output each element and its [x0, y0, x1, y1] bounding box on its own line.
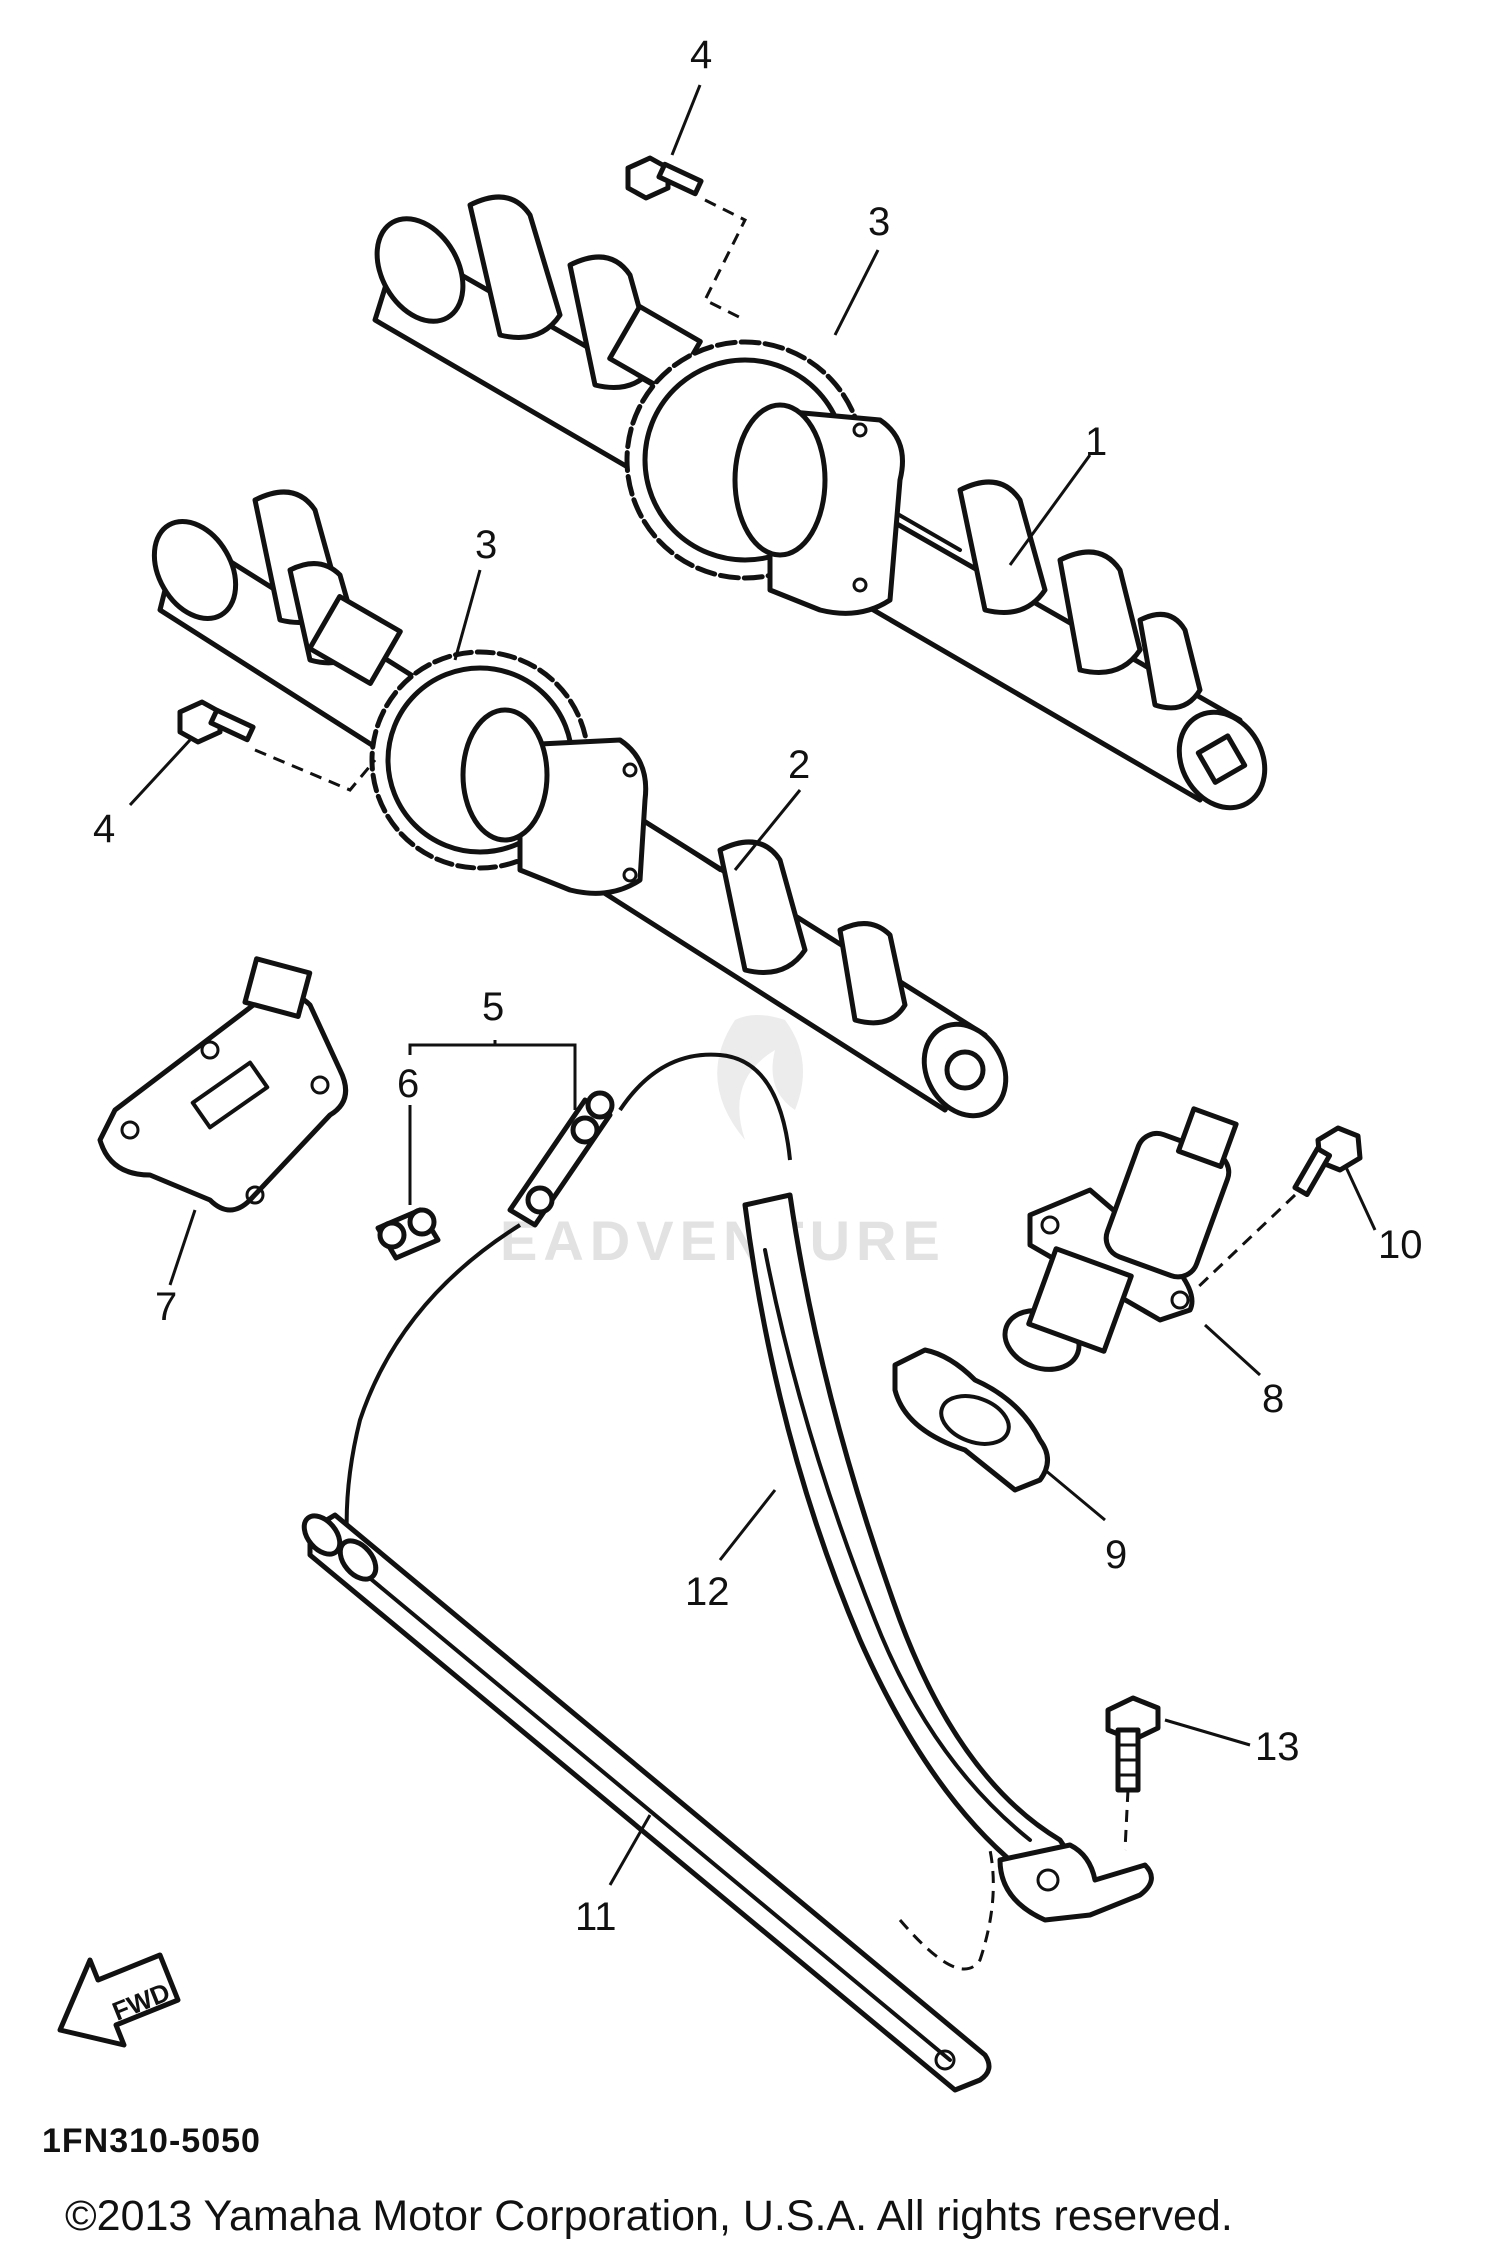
forward-direction-arrow: FWD: [57, 1952, 181, 2048]
cam-chain-outline: [344, 1052, 995, 1971]
callout-1: 1: [1085, 420, 1107, 464]
callout-4-lower: 4: [93, 807, 115, 851]
callout-9: 9: [1105, 1533, 1127, 1577]
callout-5: 5: [482, 985, 504, 1029]
callout-4-upper: 4: [690, 33, 712, 77]
sprocket-bolt-4-lower: [177, 699, 377, 792]
chain-guide-12: [742, 1192, 1154, 1923]
watermark-text: EADVENTURE: [500, 1209, 946, 1272]
callout-labels: 4 3 1 3 4 2 5 6 7 10 8 9 12 13 11: [93, 33, 1423, 1939]
leader-lines: [128, 84, 1377, 1886]
cam-sprocket-3-lower: [369, 649, 649, 896]
callout-11: 11: [575, 1895, 617, 1939]
tensioner-bolt-10: [1193, 1125, 1363, 1292]
chain-guide-11: [301, 1512, 992, 2093]
callout-3-upper: 3: [868, 200, 890, 244]
watermark: EADVENTURE: [500, 1015, 946, 1272]
callout-10: 10: [1378, 1223, 1423, 1267]
callout-13: 13: [1255, 1725, 1300, 1769]
copyright-notice: ©2013 Yamaha Motor Corporation, U.S.A. A…: [65, 2192, 1233, 2240]
callout-8: 8: [1262, 1377, 1284, 1421]
tensioner-gasket-9: [892, 1347, 1050, 1493]
chain-link-6: [375, 1105, 441, 1261]
chain-guide-7: [97, 956, 349, 1213]
callout-3-lower: 3: [475, 523, 497, 567]
figure-code: 1FN310-5050: [42, 2122, 261, 2160]
callout-2: 2: [788, 743, 810, 787]
chain-joint-5: [408, 1040, 615, 1228]
callout-6: 6: [397, 1062, 419, 1106]
chain-tensioner-8: [1002, 1106, 1239, 1372]
sprocket-bolt-4-upper: [625, 155, 748, 322]
callout-7: 7: [155, 1285, 177, 1329]
callout-12: 12: [685, 1570, 730, 1614]
cam-sprocket-3-upper: [624, 339, 905, 616]
guide-bolt-13: [1105, 1695, 1161, 1851]
